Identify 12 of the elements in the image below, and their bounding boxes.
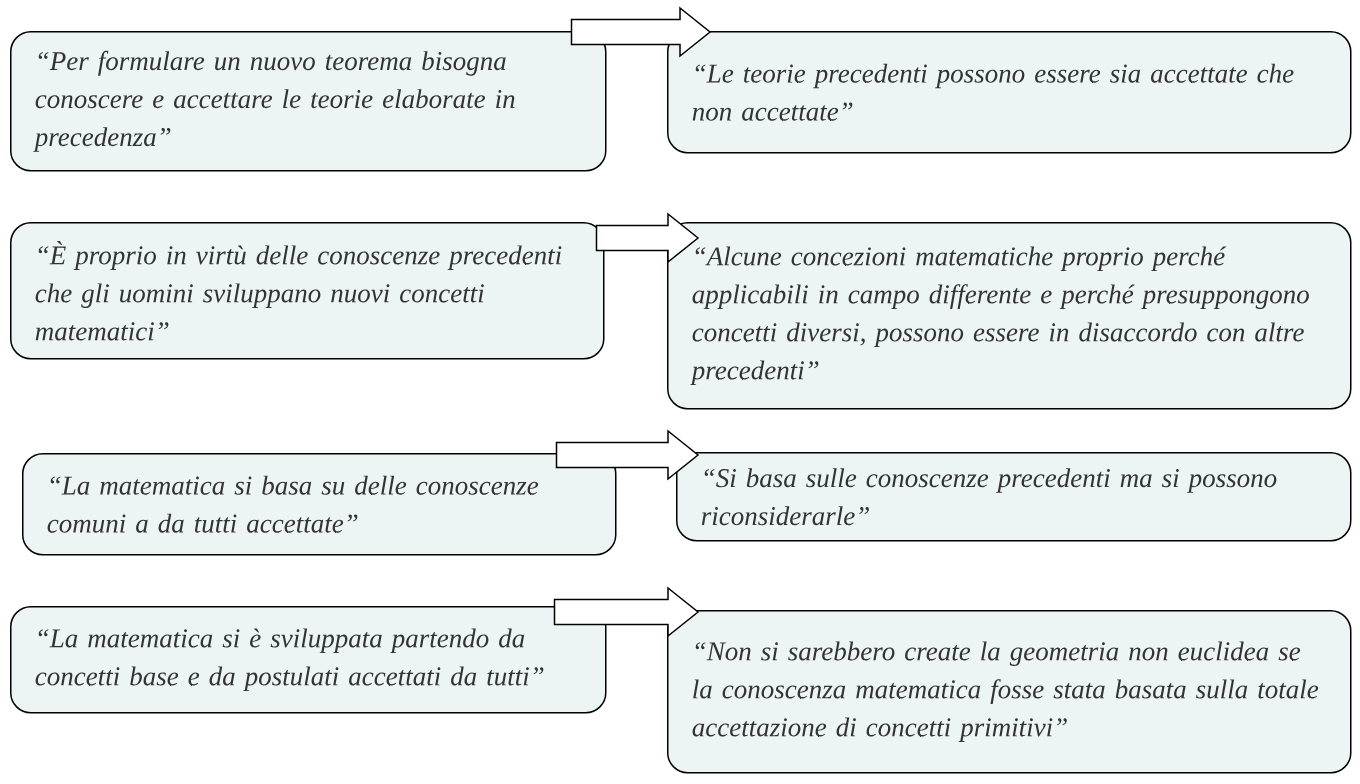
text-box: “Non si sarebbero create la geometria non euclidea se la conoscenza matematica fosse stata basata sulla totale accettazione di concetti primitivi” [667,610,1352,774]
text-box: “Le teorie precedenti possono essere sia accettate che non accettate” [667,31,1352,154]
block-arrow [570,6,712,58]
text-box: “Per formulare un nuovo teorema bisogna conoscere e accettare le teorie elaborate in precedenza” [10,31,607,172]
text-box: “La matematica si è sviluppata partendo da concetti base e da postulati accettati da tutti” [10,606,607,714]
text-box: “La matematica si basa su delle conoscenze comuni a da tutti accettate” [22,453,617,556]
text-box: “Si basa sulle conoscenze precedenti ma si possono riconsiderarle” [676,452,1352,542]
text-box: “Alcune concezioni matematiche proprio perché applicabili in campo differente e perché presuppongono concetti diversi, possono essere in disaccordo con altre precedenti” [667,222,1352,410]
block-arrow [555,429,700,481]
text-box: “È proprio in virtù delle conoscenze precedenti che gli uomini sviluppano nuovi concetti matematici” [10,222,605,360]
block-arrow [553,586,700,638]
block-arrow [595,212,700,264]
